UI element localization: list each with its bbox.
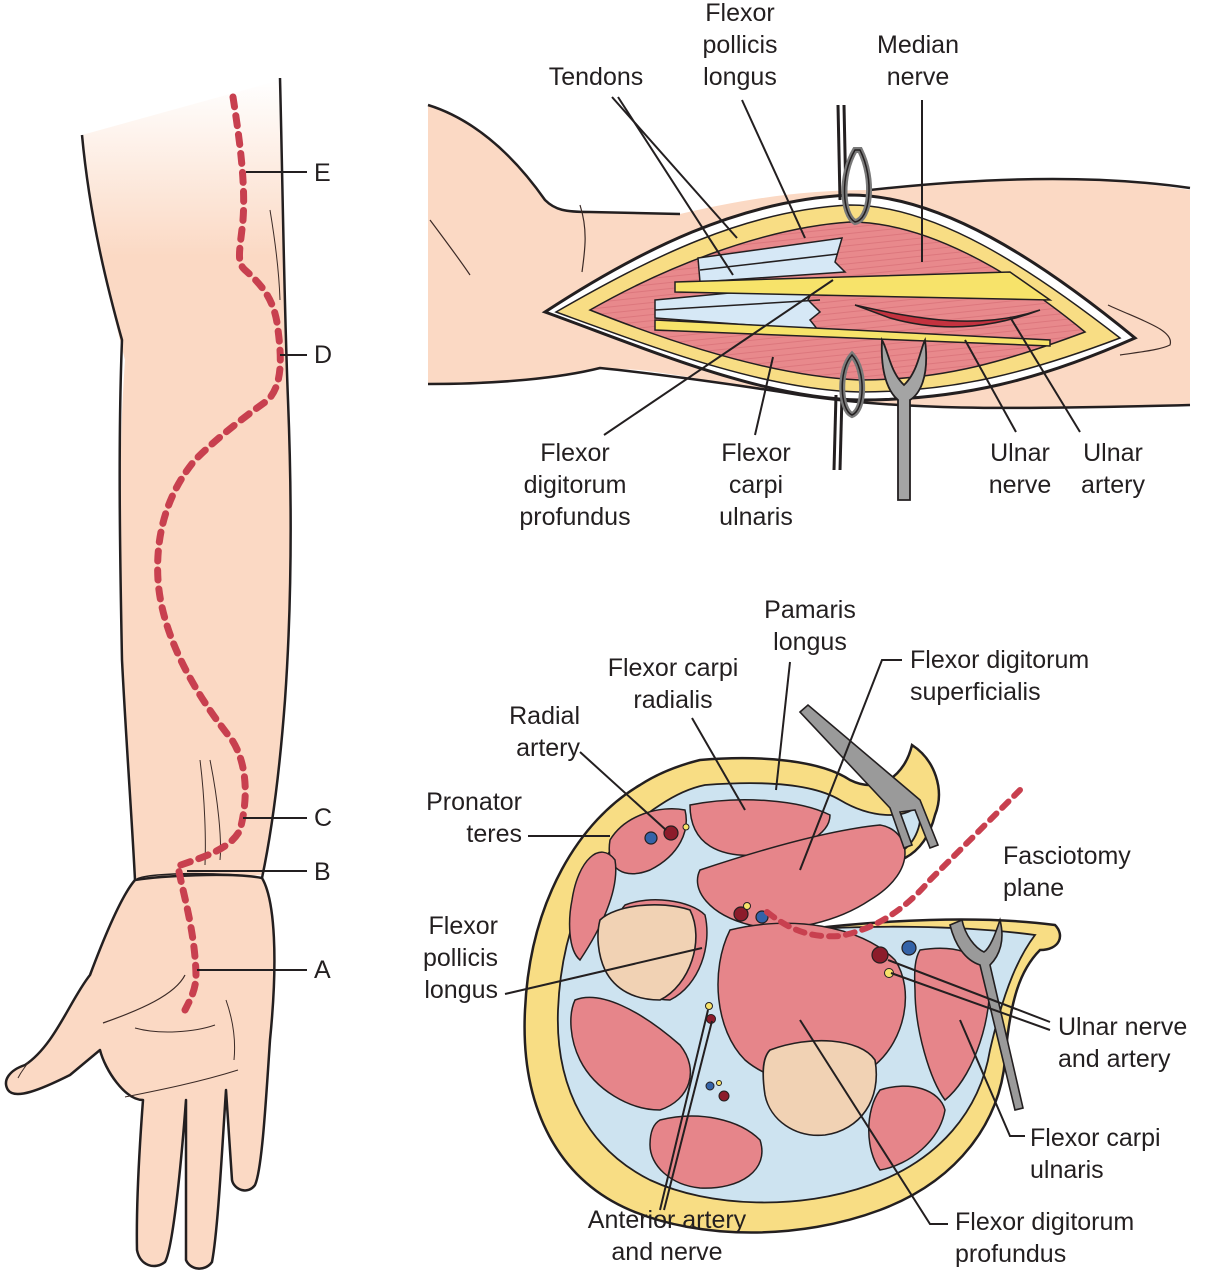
retractor-right [949, 917, 1024, 1111]
ulnar-artery-exposure [854, 304, 1041, 328]
forearm-outline-right [260, 77, 292, 879]
incision-line [154, 93, 284, 1014]
label-fasciotomy-plane: Fasciotomy plane [1003, 842, 1131, 902]
label-radial-artery: Radial artery [509, 702, 580, 762]
forearm-skin [82, 80, 291, 880]
leader-radial-artery [579, 751, 667, 831]
retractor-top [836, 104, 873, 226]
leader-fcr [691, 717, 746, 811]
label-flexor-digitorum-profundus-cross: Flexor digitorum profundus [955, 1208, 1135, 1268]
leader-ulnar-nerve [964, 339, 1017, 433]
bone-radius [597, 904, 697, 1001]
label-flexor-pollicis-longus-cross: Flexor pollicis longus [422, 912, 498, 1004]
wrist-crease [136, 872, 263, 880]
label-flexor-carpi-ulnaris: Flexor carpi ulnaris [719, 439, 793, 531]
anterior-nerve-dot [705, 1002, 713, 1010]
exposure-arm-outline-bottom [427, 366, 1191, 410]
leader-anterior-artery [659, 1009, 709, 1211]
hand-skin [4, 873, 276, 1270]
leader-fdp-cross [799, 1019, 948, 1225]
exposure-arm-outline-top [427, 103, 681, 216]
leader-ulnar-artery [1009, 316, 1081, 433]
retractor-bottom-loop [832, 350, 866, 471]
leader-fdp [603, 279, 834, 436]
label-pronator-teres: Pronator teres [426, 788, 522, 848]
label-tendons: Tendons [548, 63, 644, 91]
forearm-tendon-line-2 [209, 759, 222, 861]
retractor-upper [798, 703, 940, 850]
fasciotomy-plane-line [764, 787, 1023, 940]
muscle-left-lateral [568, 851, 617, 962]
label-flexor-carpi-ulnaris-cross: Flexor carpi ulnaris [1030, 1124, 1161, 1184]
muscle-flexor-digitorum-superficialis [696, 824, 906, 929]
cross-section-panel [504, 659, 1062, 1234]
label-ulnar-nerve: Ulnar nerve [988, 439, 1052, 499]
tendons-upper [697, 237, 847, 283]
marker-A-label: A [314, 956, 331, 984]
leader-fcu-cross [959, 1019, 1025, 1137]
bone-ulna [762, 1039, 878, 1137]
marker-E-label: E [314, 159, 331, 187]
label-flexor-carpi-radialis: Flexor carpi radialis [607, 654, 739, 714]
leader-fcu [754, 356, 774, 436]
elbow-crease [579, 204, 586, 273]
leader-tendons-2 [617, 96, 734, 276]
leader-fpl [741, 99, 806, 239]
leader-fpl-cross [504, 947, 703, 995]
label-flexor-digitorum-profundus: Flexor digitorum profundus [519, 439, 631, 531]
palm-crease [134, 1024, 216, 1033]
interosseous-vein-vessel [705, 1081, 715, 1091]
label-flexor-pollicis-longus: Flexor pollicis longus [702, 0, 778, 91]
retractor-bottom-fork [880, 336, 927, 501]
leader-anterior-nerve [663, 1020, 713, 1211]
tendon-line-1 [699, 253, 839, 271]
thenar-crease [102, 974, 186, 1024]
hypothenar-crease [225, 999, 236, 1061]
leader-fds [799, 659, 902, 871]
forearm-outline-left [80, 134, 137, 881]
label-ulnar-nerve-and-artery: Ulnar nerve and artery [1058, 1013, 1188, 1073]
median-artery-vessel [733, 906, 749, 922]
ulnar-vein-vessel [901, 940, 917, 956]
exposure-arm-outline-top-right [869, 177, 1191, 192]
distal-palm-crease [124, 1069, 239, 1098]
interosseous-artery-vessel [718, 1090, 730, 1102]
radial-artery-vessel [663, 825, 679, 841]
muscle-lower-left [570, 996, 691, 1111]
label-palmaris-longus: Pamaris longus [764, 596, 856, 656]
label-flexor-digitorum-superficialis: Flexor digitorum superficialis [910, 646, 1090, 706]
marker-D-label: D [314, 341, 333, 369]
marker-C-label: C [314, 804, 333, 832]
ulnar-artery-vessel [871, 946, 889, 964]
tendon-line-2 [654, 299, 821, 311]
thumb-nail [17, 1061, 29, 1079]
radial-nerve-dot [682, 823, 690, 831]
median-nerve-exposure [674, 271, 1053, 301]
label-ulnar-artery: Ulnar artery [1081, 439, 1145, 499]
exposure-panel [427, 96, 1191, 501]
ulnar-nerve-exposure [654, 319, 1051, 347]
arm-crease [429, 219, 471, 276]
label-median-nerve: Median nerve [877, 31, 959, 91]
wrist-skin-fold [1107, 304, 1171, 356]
median-nerve-dot [743, 902, 751, 910]
radial-vein-vessel [644, 831, 658, 845]
interosseous-nerve-dot [716, 1080, 722, 1086]
forearm-muscle-line [269, 209, 281, 301]
label-anterior-artery-and-nerve: Anterior artery and nerve [587, 1206, 747, 1266]
marker-B-label: B [314, 858, 331, 886]
leader-ulnar-nerve-cross [890, 972, 1051, 1031]
leader-palmaris-longus [775, 661, 791, 791]
arm-panel [4, 77, 307, 1270]
muscle-lower-right [868, 1085, 946, 1171]
leader-ulnar-artery-cross [887, 959, 1051, 1023]
